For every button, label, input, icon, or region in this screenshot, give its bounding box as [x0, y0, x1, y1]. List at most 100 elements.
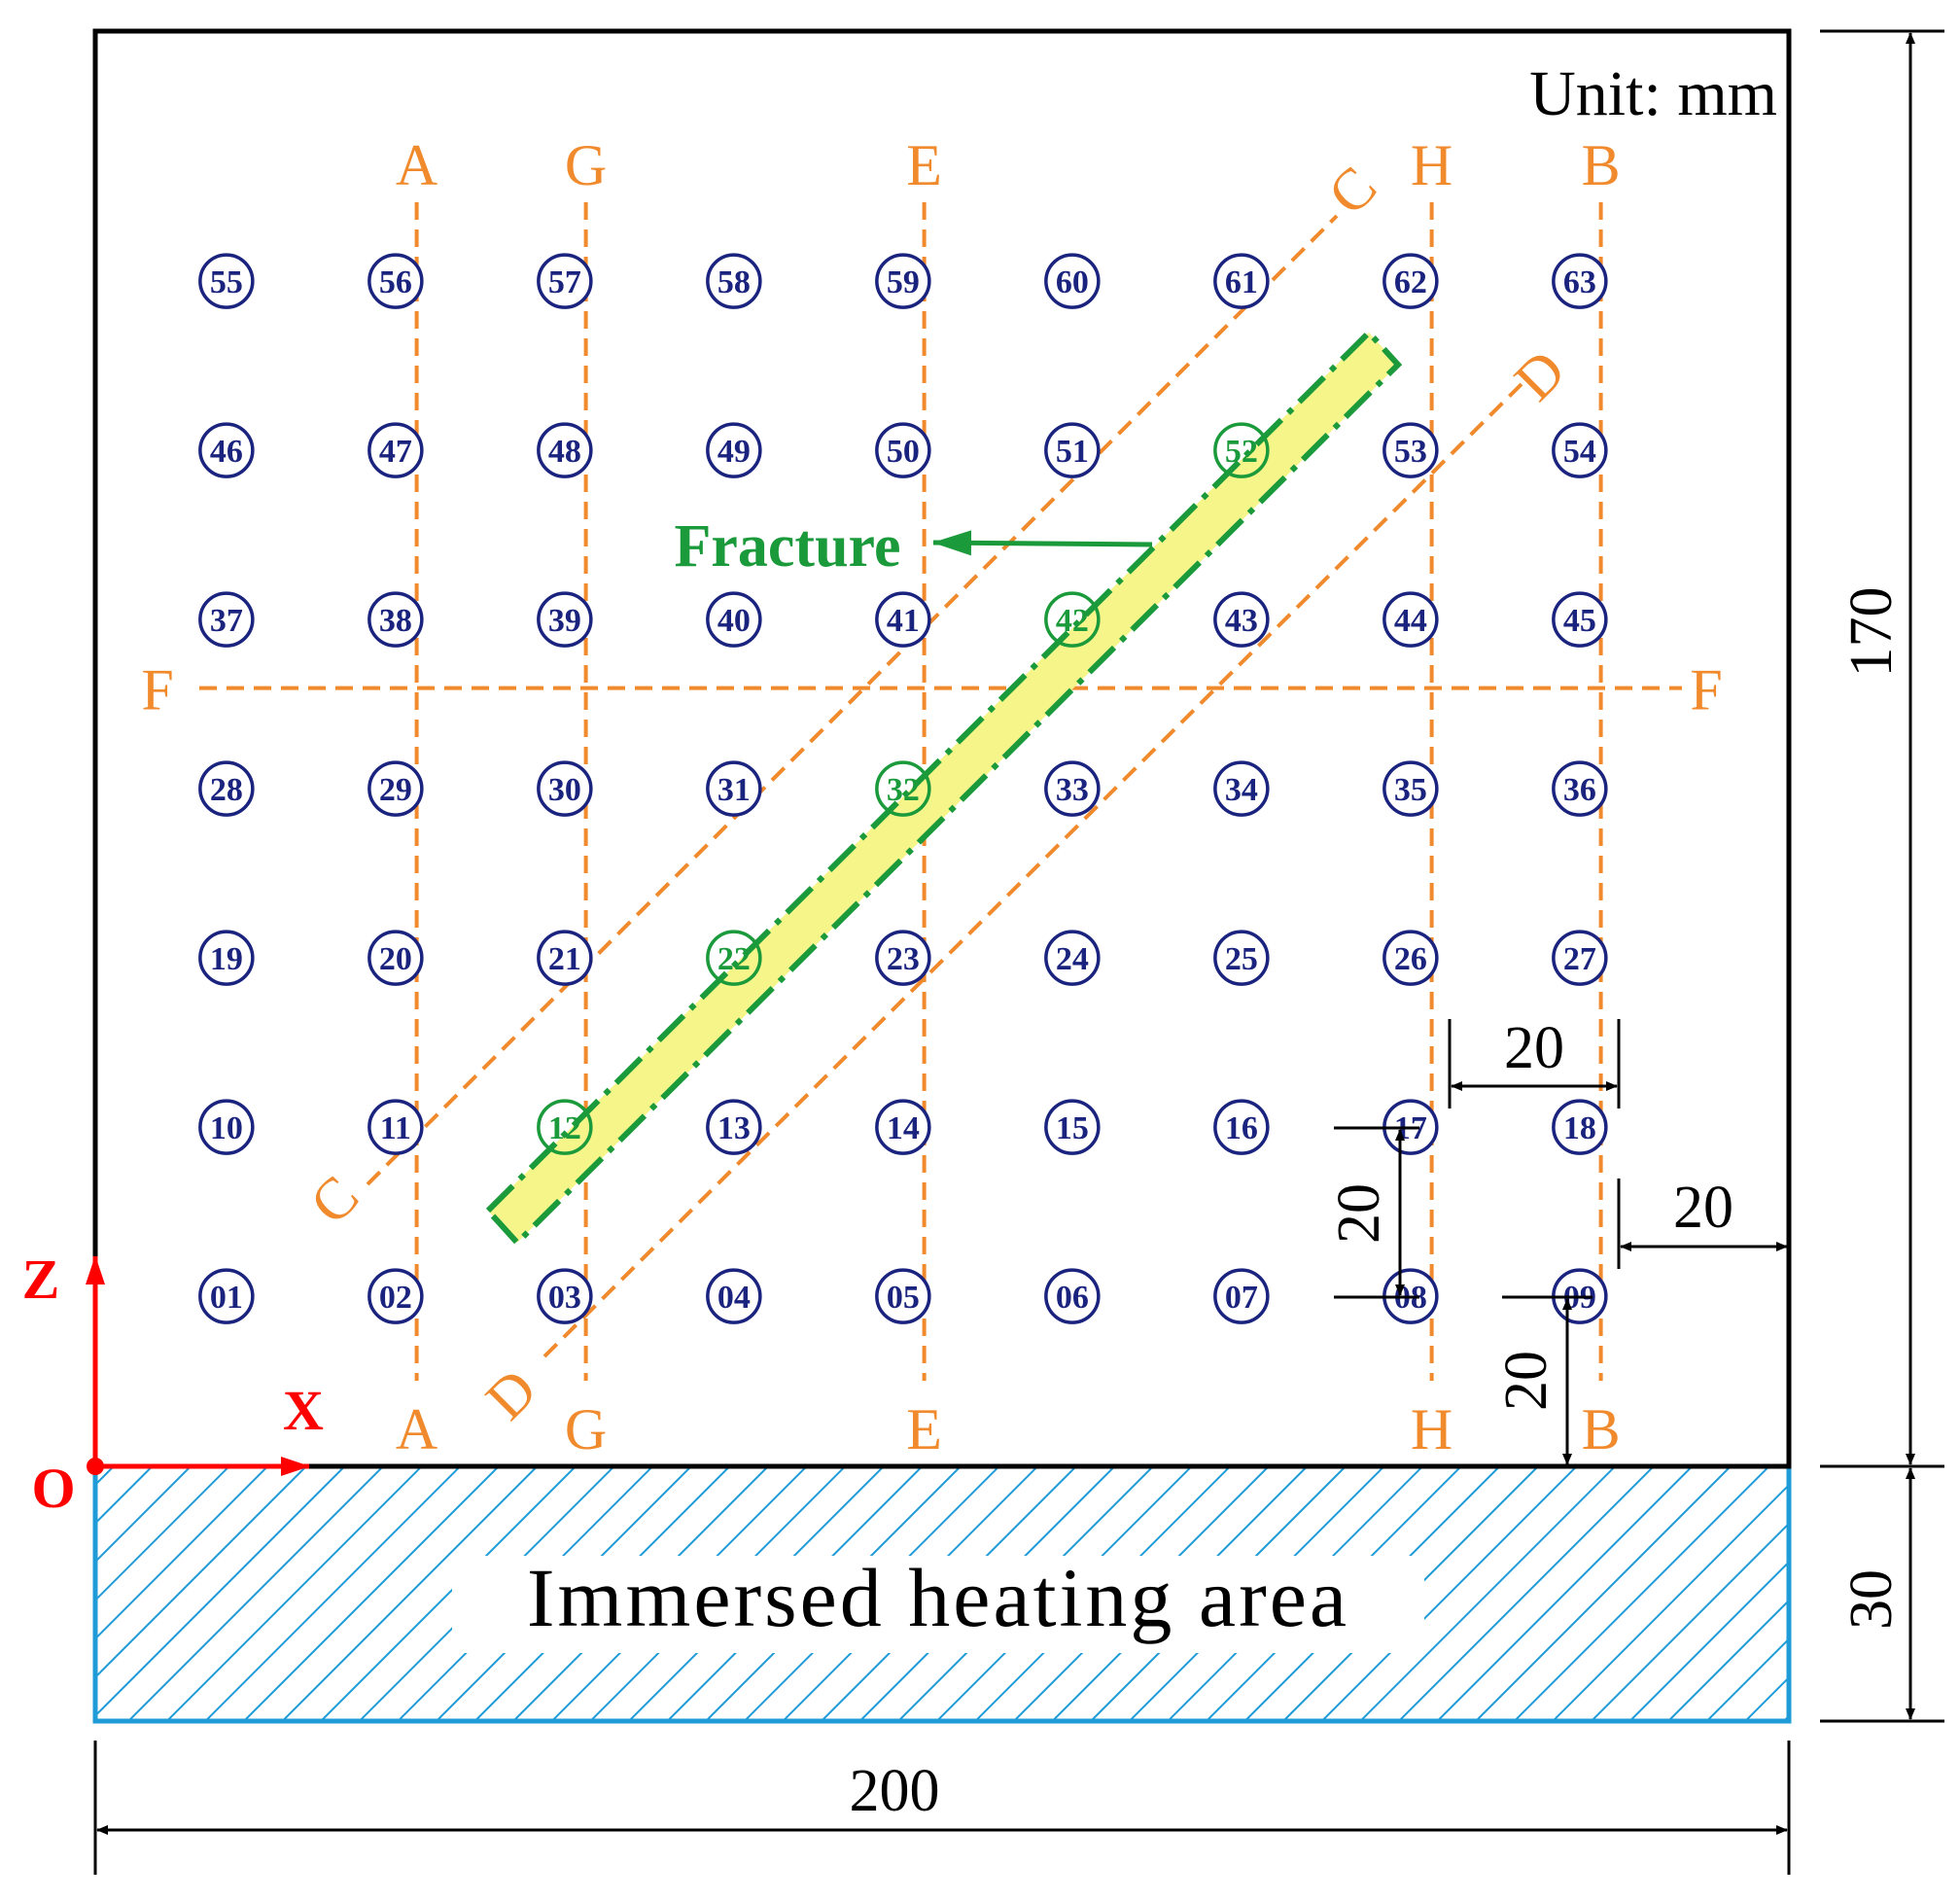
point-circle [1552, 591, 1608, 648]
point-label: 36 [1563, 772, 1596, 808]
measurement-point-12: 12 [537, 1099, 593, 1155]
line-label-right-F: F [1690, 658, 1722, 722]
line-label-top-H: H [1411, 133, 1452, 197]
bottom-margin-dimension: 20 [1493, 1351, 1559, 1411]
measurement-point-60: 60 [1044, 253, 1101, 309]
point-label: 53 [1394, 434, 1427, 470]
measurement-point-54: 54 [1552, 422, 1608, 478]
point-circle [1213, 760, 1270, 817]
point-circle [1044, 1268, 1101, 1324]
point-circle [1552, 760, 1608, 817]
point-circle [537, 930, 593, 986]
point-label: 32 [887, 772, 920, 808]
point-circle [1213, 591, 1270, 648]
point-label: 48 [548, 434, 581, 470]
line-label-left-F: F [141, 658, 173, 722]
point-label: 35 [1394, 772, 1427, 808]
point-label: 37 [210, 603, 243, 639]
point-circle [198, 760, 255, 817]
point-label: 02 [379, 1280, 412, 1316]
point-label: 18 [1563, 1110, 1596, 1146]
point-label: 46 [210, 434, 243, 470]
line-label-bottom-G: G [565, 1397, 607, 1461]
measurement-point-31: 31 [706, 760, 762, 817]
measurement-point-41: 41 [875, 591, 931, 648]
measurement-point-22: 22 [706, 930, 762, 986]
point-label: 43 [1225, 603, 1258, 639]
point-circle [1552, 930, 1608, 986]
line-label-start-C: C [298, 1163, 370, 1236]
measurement-point-40: 40 [706, 591, 762, 648]
point-circle [706, 760, 762, 817]
point-label: 03 [548, 1280, 581, 1316]
measurement-point-35: 35 [1382, 760, 1439, 817]
measurement-point-49: 49 [706, 422, 762, 478]
point-circle [875, 930, 931, 986]
point-label: 61 [1225, 264, 1258, 300]
point-label: 28 [210, 772, 243, 808]
origin-label: O [31, 1457, 75, 1520]
point-circle [537, 1099, 593, 1155]
point-label: 59 [887, 264, 920, 300]
point-label: 14 [887, 1110, 920, 1146]
point-label: 25 [1225, 941, 1258, 977]
measurement-point-53: 53 [1382, 422, 1439, 478]
vertical-spacing-dimension: 20 [1326, 1183, 1392, 1244]
point-label: 15 [1056, 1110, 1089, 1146]
measurement-point-10: 10 [198, 1099, 255, 1155]
point-circle [1044, 930, 1101, 986]
point-circle [706, 591, 762, 648]
point-label: 47 [379, 434, 412, 470]
x-axis-label: X [283, 1379, 324, 1442]
point-label: 44 [1394, 603, 1427, 639]
point-label: 23 [887, 941, 920, 977]
measurement-point-45: 45 [1552, 591, 1608, 648]
point-circle [875, 1099, 931, 1155]
point-label: 52 [1225, 434, 1258, 470]
measurement-point-34: 34 [1213, 760, 1270, 817]
measurement-point-43: 43 [1213, 591, 1270, 648]
measurement-point-44: 44 [1382, 591, 1439, 648]
point-circle [875, 760, 931, 817]
point-label: 12 [548, 1110, 581, 1146]
point-label: 10 [210, 1110, 243, 1146]
point-circle [368, 930, 424, 986]
measurement-point-57: 57 [537, 253, 593, 309]
point-circle [537, 253, 593, 309]
point-circle [1552, 422, 1608, 478]
measurement-point-19: 19 [198, 930, 255, 986]
measurement-point-62: 62 [1382, 253, 1439, 309]
point-label: 38 [379, 603, 412, 639]
measurement-point-11: 11 [368, 1099, 424, 1155]
measurement-point-23: 23 [875, 930, 931, 986]
heating-area: Immersed heating area [92, 1463, 1792, 1724]
point-circle [706, 1268, 762, 1324]
point-label: 24 [1056, 941, 1089, 977]
z-axis-label: Z [22, 1248, 60, 1311]
point-circle [198, 253, 255, 309]
point-circle [1382, 591, 1439, 648]
measurement-point-42: 42 [1044, 591, 1101, 648]
point-label: 04 [718, 1280, 751, 1316]
line-label-bottom-H: H [1411, 1397, 1452, 1461]
measurement-point-06: 06 [1044, 1268, 1101, 1324]
measurement-point-27: 27 [1552, 930, 1608, 986]
point-circle [875, 253, 931, 309]
point-label: 50 [887, 434, 920, 470]
measurement-line-C [366, 214, 1339, 1186]
point-label: 49 [718, 434, 751, 470]
measurement-point-46: 46 [198, 422, 255, 478]
measurement-point-61: 61 [1213, 253, 1270, 309]
point-circle [1382, 253, 1439, 309]
measurement-point-50: 50 [875, 422, 931, 478]
line-label-bottom-A: A [396, 1397, 438, 1461]
point-circle [706, 422, 762, 478]
measurement-point-13: 13 [706, 1099, 762, 1155]
line-label-top-B: B [1582, 133, 1621, 197]
line-label-bottom-B: B [1582, 1397, 1621, 1461]
point-circle [1213, 253, 1270, 309]
heating-label-background [452, 1556, 1424, 1653]
point-label: 40 [718, 603, 751, 639]
point-label: 33 [1056, 772, 1089, 808]
measurement-point-15: 15 [1044, 1099, 1101, 1155]
